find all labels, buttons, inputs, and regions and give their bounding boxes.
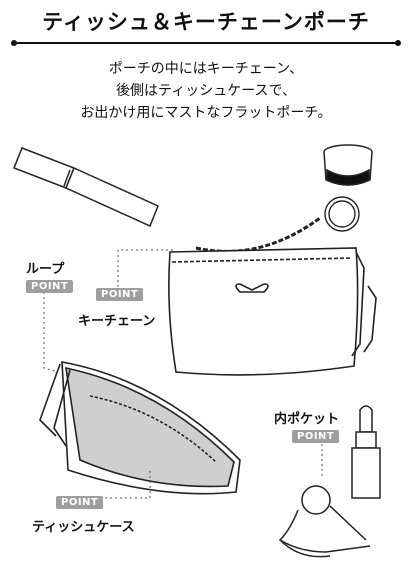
pouch-front-illustration [168,247,377,376]
callout-inner-pocket-point-badge: POINT [292,430,340,443]
callout-inner-pocket-label: 内ポケット [274,412,340,427]
description-line-3: お出かけ用にマストなフラットポーチ。 [80,105,332,121]
callout-leader-lines [43,249,323,499]
mascara-illustration [13,147,159,228]
pouch-back-illustration [39,361,241,495]
title-underline [11,40,401,46]
callout-loop-point-badge: POINT [26,280,74,293]
callout-keychain-label: キーチェーン [78,314,156,329]
callout-tissue-case-point-badge: POINT [56,496,104,509]
eyelash-curler-illustration [278,485,371,558]
description: ポーチの中にはキーチェーン、 後側はティッシュケースで、 お出かけ用にマストなフ… [0,58,412,124]
description-line-1: ポーチの中にはキーチェーン、 [108,61,304,77]
callout-tissue-case-label: ティッシュケース [32,520,135,535]
key-chain-illustration [195,196,360,253]
callout-keychain-point-badge: POINT [96,288,144,301]
page-title: ティッシュ＆キーチェーンポーチ [42,10,370,34]
description-line-2: 後側はティッシュケースで、 [116,83,296,99]
cosmetic-jar-illustration [323,144,373,186]
callout-loop-label: ループ [26,262,65,277]
lipstick-illustration [351,405,381,499]
